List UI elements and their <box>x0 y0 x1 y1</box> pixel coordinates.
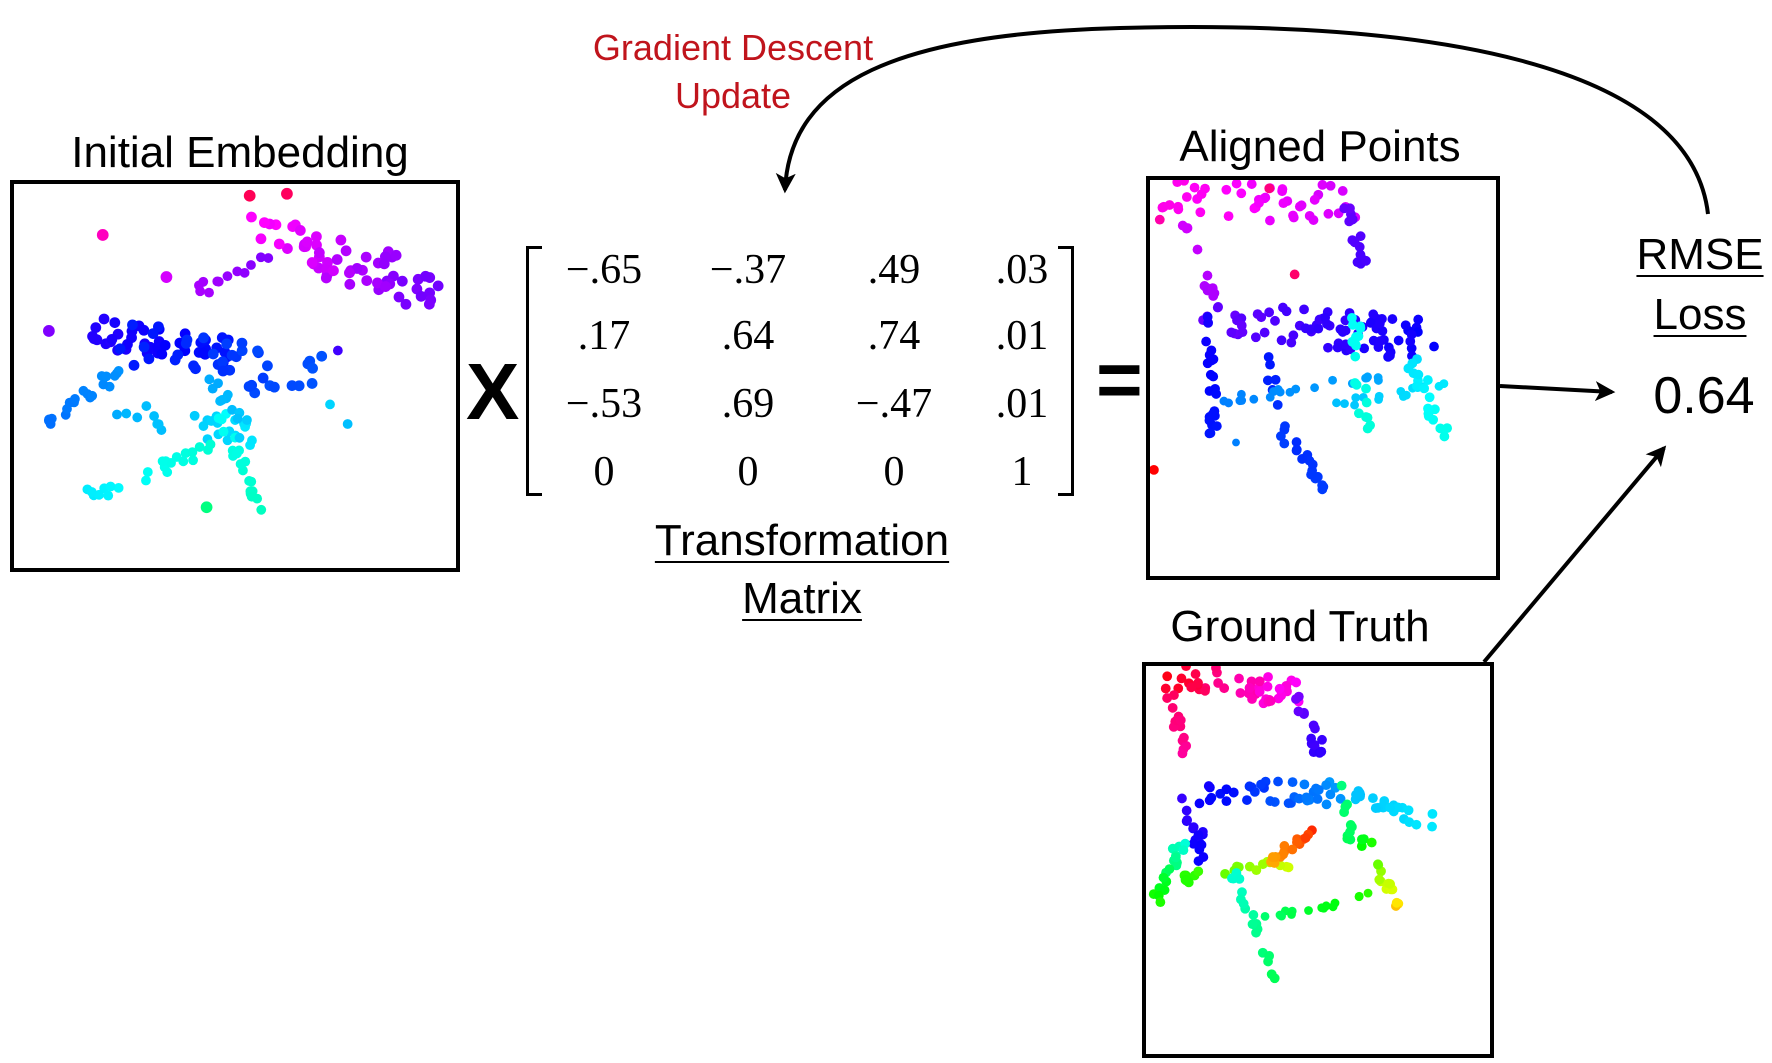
initial-embedding-title: Initial Embedding <box>71 128 409 177</box>
ground-truth-title: Ground Truth <box>1170 602 1430 651</box>
matrix-cell-r4-c3: 0 <box>883 449 905 495</box>
gradient-descent-label: Gradient Descent Update <box>593 24 873 120</box>
transformation-matrix: −.65 −.37 .49 .03 .17 .64 .74 .01 −.53 .69 −.47 .01… <box>526 246 1074 496</box>
matrix-cell-r2-c3: .74 <box>867 313 921 359</box>
matrix-cell-r4-c1: 0 <box>593 449 615 495</box>
aligned-to-loss-arrow <box>1499 381 1616 402</box>
matrix-cell-r2-c1: .17 <box>577 313 631 359</box>
matrix-cell-r2-c2: .64 <box>721 313 775 359</box>
rmse-label-line1: RMSE <box>1636 230 1764 279</box>
matrix-cell-r1-c3: .49 <box>867 247 921 293</box>
gradient-descent-line2: Update <box>674 75 792 116</box>
aligned-points-cloud <box>1150 180 1453 495</box>
ground-to-loss-arrow <box>1482 445 1667 664</box>
left-bracket <box>526 246 542 496</box>
aligned-points-title: Aligned Points <box>1179 122 1461 171</box>
loss-value: 0.64 <box>1653 367 1755 425</box>
equals-sign-icon: = <box>1096 335 1143 424</box>
right-bracket <box>1058 246 1074 496</box>
matrix-cell-r4-c4: 1 <box>1011 449 1033 495</box>
transformation-label-line2: Matrix <box>742 574 862 623</box>
ground-truth-cloud <box>1148 666 1438 984</box>
multiplication-sign-icon: X <box>466 347 520 436</box>
matrix-cell-r2-c4: .01 <box>995 313 1049 359</box>
matrix-cell-r3-c3: −.47 <box>855 381 933 427</box>
rmse-label-line2: Loss <box>1653 290 1747 339</box>
matrix-cell-r1-c2: −.37 <box>709 247 787 293</box>
transformation-label-line1: Transformation <box>654 516 950 565</box>
initial-embedding-cloud <box>43 187 444 515</box>
matrix-cell-r3-c2: .69 <box>721 381 775 427</box>
matrix-cell-r1-c4: .03 <box>995 247 1049 293</box>
ground-truth-plot <box>1142 662 1494 1058</box>
matrix-cell-r3-c1: −.53 <box>565 381 643 427</box>
gradient-descent-line1: Gradient Descent <box>592 27 874 68</box>
matrix-cell-r1-c1: −.65 <box>565 247 643 293</box>
matrix-cell-r4-c2: 0 <box>737 449 759 495</box>
matrix-cell-r3-c4: .01 <box>995 381 1049 427</box>
aligned-points-plot <box>1146 176 1500 580</box>
initial-embedding-plot <box>10 180 460 572</box>
